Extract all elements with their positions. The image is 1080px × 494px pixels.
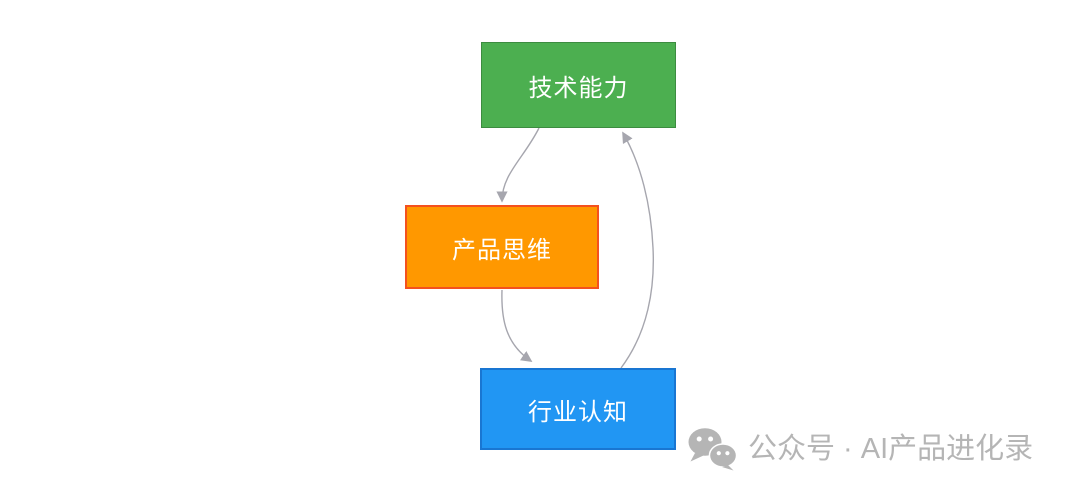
node-product-thinking-label: 产品思维 [452,236,552,264]
edge-industry-to-tech [620,131,655,369]
watermark-text: 公众号 · AI产品进化录 [748,432,1034,465]
node-product-thinking: 产品思维 [405,205,599,289]
node-tech-ability-label: 技术能力 [528,74,629,102]
wechat-icon [688,428,737,471]
edge-tech-to-product [496,127,540,203]
edge-product-to-industry [501,289,533,362]
node-industry-knowledge-label: 行业认知 [528,398,628,426]
watermark: 公众号 · AI产品进化录 [687,427,1033,471]
node-industry-knowledge: 行业认知 [480,368,676,450]
node-tech-ability: 技术能力 [481,42,676,128]
